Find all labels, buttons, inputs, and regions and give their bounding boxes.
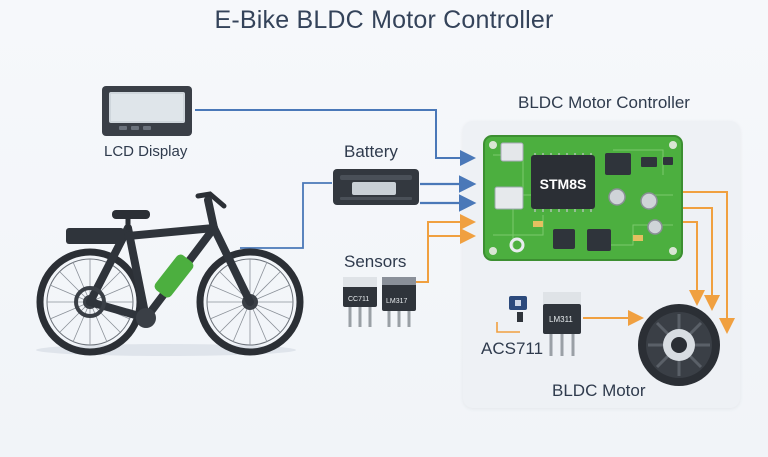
sensor-chip-2 — [382, 277, 416, 327]
wire-motor-2 — [680, 207, 720, 311]
controller-panel-title: BLDC Motor Controller — [518, 93, 690, 112]
sensor-chips: CC711 LM317 — [343, 277, 416, 327]
current-sensor-chips: LM311 — [509, 292, 581, 356]
motor-label: BLDC Motor — [552, 381, 646, 400]
wire-motor-1 — [680, 191, 735, 334]
sensors-label: Sensors — [344, 252, 407, 271]
controller-pcb: STM8S — [483, 135, 683, 261]
wire-bike — [240, 182, 332, 249]
lcd-display-icon — [102, 86, 192, 136]
ebike-illustration — [36, 191, 304, 356]
battery-label: Battery — [344, 142, 398, 161]
sensor-chip-1-label: CC711 — [348, 296, 369, 303]
acs-label: ACS711 — [481, 339, 544, 358]
current-ic-label: LM311 — [549, 315, 573, 324]
mcu-label: STM8S — [540, 176, 587, 192]
wire-acs — [496, 322, 520, 333]
wire-motor-3 — [680, 221, 705, 306]
page-title: E-Bike BLDC Motor Controller — [214, 6, 554, 34]
lcd-display-label: LCD Display — [104, 143, 188, 160]
wire-lcd — [195, 109, 476, 166]
bldc-motor-icon — [638, 304, 720, 386]
sensor-chip-2-label: LM317 — [386, 298, 408, 305]
sensor-chip-1 — [343, 277, 377, 327]
wire-sensors-1 — [412, 214, 476, 283]
battery-icon — [333, 169, 419, 205]
